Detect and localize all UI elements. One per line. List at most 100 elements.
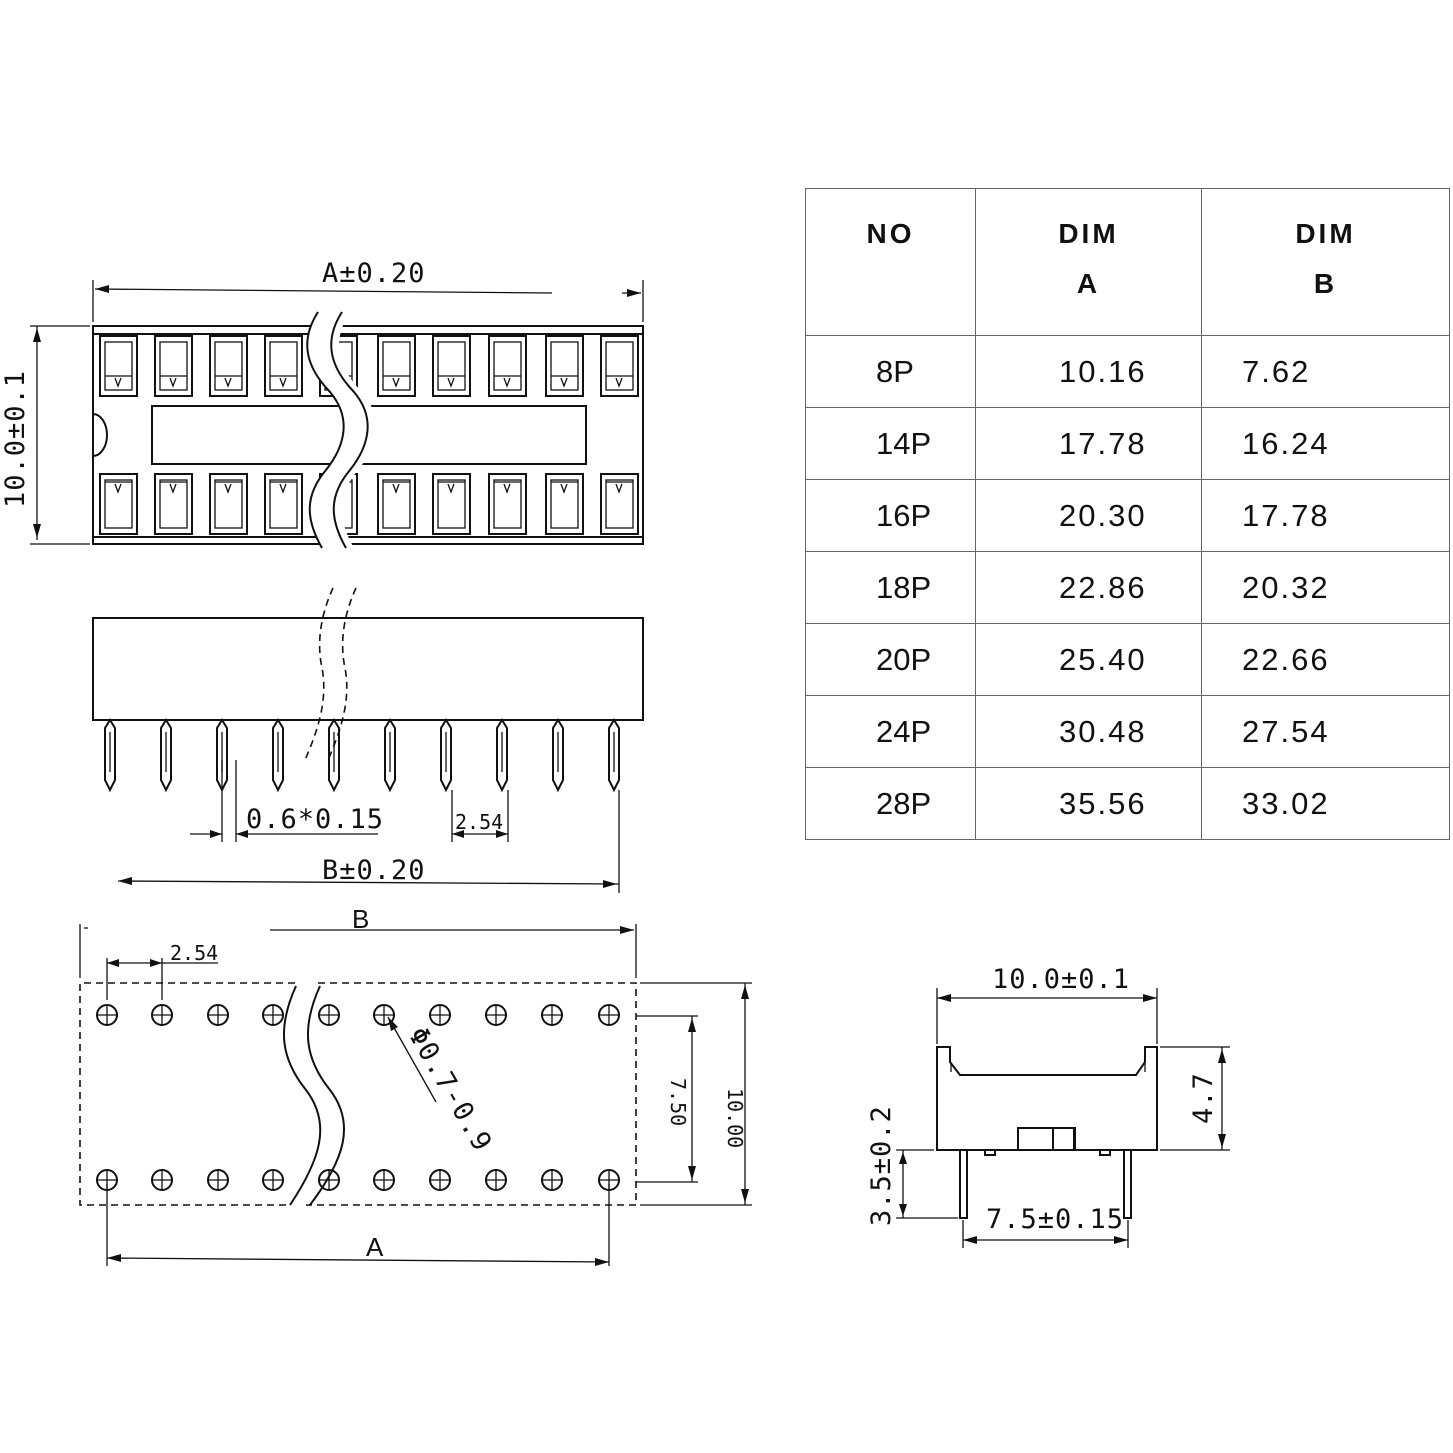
end-view: 10.0±0.1 4.7 3.5±0.2 7.5±0.15 <box>866 964 1230 1248</box>
cell-no: 8P <box>805 335 976 408</box>
pin <box>608 718 620 793</box>
contact <box>545 335 584 397</box>
contact <box>545 473 584 535</box>
cell-no: 16P <box>805 479 976 552</box>
dim-width-top: 10.0±0.1 <box>0 370 31 508</box>
table-row: 8P 10.16 7.62 <box>805 335 1450 408</box>
cell-dim-b: 33.02 <box>1201 767 1450 840</box>
dimension-table: NO DIM A DIM B 8P 10.16 7.62 14P 17.78 1… <box>805 188 1450 840</box>
contact <box>600 473 639 535</box>
pcb-hole <box>207 1004 229 1026</box>
contact <box>600 335 639 397</box>
cell-dim-a: 10.16 <box>975 335 1202 408</box>
contact <box>488 335 527 397</box>
contact <box>209 335 248 397</box>
dim-pin: 0.6*0.15 <box>246 804 384 835</box>
cell-dim-b: 20.32 <box>1201 551 1450 624</box>
top-view: A±0.20 10.0±0.1 <box>0 258 644 620</box>
pin <box>328 718 340 793</box>
dim-pin-length-end: 3.5±0.2 <box>866 1105 897 1226</box>
contact <box>209 473 248 535</box>
cell-dim-a: 22.86 <box>975 551 1202 624</box>
contact <box>99 335 138 397</box>
table-row: 24P 30.48 27.54 <box>805 695 1450 768</box>
break-wave <box>307 312 376 620</box>
pcb-hole <box>541 1004 563 1026</box>
dim-row-spacing-pcb: 7.50 <box>666 1078 690 1126</box>
pin <box>440 718 452 793</box>
side-pins <box>104 718 620 793</box>
contact <box>377 473 416 535</box>
cell-dim-a: 25.40 <box>975 623 1202 696</box>
pcb-hole <box>485 1004 507 1026</box>
pcb-hole <box>485 1169 507 1191</box>
cell-no: 24P <box>805 695 976 768</box>
table-row: 20P 25.40 22.66 <box>805 623 1450 696</box>
cell-dim-b: 7.62 <box>1201 335 1450 408</box>
pcb-hole <box>262 1004 284 1026</box>
pcb-hole <box>262 1169 284 1191</box>
pin <box>496 718 508 793</box>
side-view: 0.6*0.15 2.54 B±0.20 <box>92 587 644 893</box>
pcb-hole <box>373 1169 395 1191</box>
contact <box>432 473 471 535</box>
contact <box>154 335 193 397</box>
pcb-hole <box>598 1004 620 1026</box>
dim-pitch-pcb: 2.54 <box>170 941 218 965</box>
pin <box>104 718 116 793</box>
pcb-hole <box>318 1169 340 1191</box>
table-row: 28P 35.56 33.02 <box>805 767 1450 840</box>
pcb-hole <box>541 1169 563 1191</box>
pin <box>160 718 172 793</box>
dim-width-pcb: 10.00 <box>723 1088 747 1148</box>
cell-no: 18P <box>805 551 976 624</box>
header-dim-b: DIM B <box>1201 188 1450 336</box>
cell-dim-a: 30.48 <box>975 695 1202 768</box>
pcb-hole <box>429 1004 451 1026</box>
contact <box>432 335 471 397</box>
cell-dim-b: 27.54 <box>1201 695 1450 768</box>
dim-pitch-side: 2.54 <box>455 810 503 834</box>
pcb-hole <box>151 1004 173 1026</box>
table-row: 14P 17.78 16.24 <box>805 407 1450 480</box>
table-row: 18P 22.86 20.32 <box>805 551 1450 624</box>
header-dim-a: DIM A <box>975 188 1202 336</box>
pcb-hole <box>207 1169 229 1191</box>
cell-dim-b: 22.66 <box>1201 623 1450 696</box>
pin <box>552 718 564 793</box>
dim-row-spacing-end: 7.5±0.15 <box>986 1204 1124 1235</box>
cell-no: 28P <box>805 767 976 840</box>
pin <box>384 718 396 793</box>
pcb-layout-view: B 2.54 Φ0.7-0.9 7.50 10.00 A <box>79 904 752 1266</box>
pcb-hole <box>151 1169 173 1191</box>
table-row: 16P 20.30 17.78 <box>805 479 1450 552</box>
cell-dim-a: 35.56 <box>975 767 1202 840</box>
pcb-hole <box>429 1169 451 1191</box>
table-header-row: NO DIM A DIM B <box>805 188 1450 336</box>
dim-hole: Φ0.7-0.9 <box>402 1022 498 1157</box>
header-no: NO <box>805 188 976 336</box>
dim-a-top: A±0.20 <box>322 258 426 289</box>
contact <box>264 473 303 535</box>
dim-width-end: 10.0±0.1 <box>992 964 1130 995</box>
cell-dim-b: 16.24 <box>1201 407 1450 480</box>
cell-dim-a: 17.78 <box>975 407 1202 480</box>
contact <box>154 473 193 535</box>
cell-no: 14P <box>805 407 976 480</box>
pcb-hole <box>373 1004 395 1026</box>
pcb-holes <box>96 1004 620 1191</box>
pcb-hole <box>318 1004 340 1026</box>
contact <box>99 473 138 535</box>
cell-no: 20P <box>805 623 976 696</box>
pin <box>272 718 284 793</box>
dim-b-side: B±0.20 <box>322 855 426 886</box>
contact <box>264 335 303 397</box>
cell-dim-a: 20.30 <box>975 479 1202 552</box>
contact <box>377 335 416 397</box>
dim-a-pcb: A <box>366 1232 384 1262</box>
dim-b-pcb: B <box>352 904 369 934</box>
cell-dim-b: 17.78 <box>1201 479 1450 552</box>
contact <box>488 473 527 535</box>
dim-height-end: 4.7 <box>1188 1072 1219 1124</box>
